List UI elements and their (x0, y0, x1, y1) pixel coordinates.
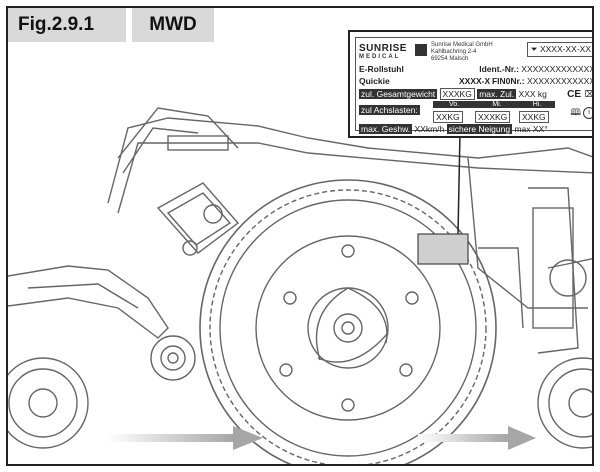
slope-value: max XX° (514, 124, 548, 134)
total-weight-label: zul. Gesamtgewicht (359, 89, 438, 99)
manufacture-date-icon: ⏷ (530, 44, 538, 54)
rear-caster-wheel (537, 357, 592, 449)
max-load-label: max. Zul. (477, 89, 517, 99)
max-load-value: XXX kg (518, 89, 547, 99)
total-weight-value: XXXKG (439, 88, 475, 100)
control-box (156, 182, 240, 254)
company-address: Sunrise Medical GmbH Kahlbachring 2-4 69… (431, 42, 493, 62)
drive-wheel-hub (307, 287, 389, 369)
drive-wheel-tire (199, 179, 497, 464)
axle-rear-value: XXKG (519, 111, 549, 123)
ident-value: XXXXXXXXXXXXX (521, 64, 594, 74)
front-caster-wheel (8, 357, 89, 449)
callout-line (457, 131, 461, 235)
info-circle-icon: i (583, 107, 592, 119)
axle-rear-label: Hi. (519, 101, 555, 108)
ident-label: Ident.-Nr.: (479, 64, 519, 74)
weee-bin-icon: ⌧ (584, 89, 594, 99)
manufacturer-icon (415, 44, 427, 56)
axle-front-value: XXKG (433, 111, 463, 123)
fin-label: FIN0Nr.: (491, 76, 525, 86)
direction-arrow-right (418, 426, 536, 450)
date-code: ⏷ XXXX-XX-XX (526, 42, 592, 57)
wheelchair-drawing (8, 107, 592, 464)
direction-arrow-left (108, 426, 263, 450)
type-plate: SUNRISE MEDICAL Sunrise Medical GmbH Kah… (348, 30, 594, 138)
axle-load-label: zul Achslasten: (359, 105, 420, 115)
manual-book-icon: 🕮 (570, 107, 581, 117)
backrest-arm (117, 107, 239, 159)
sunrise-logo: SUNRISE MEDICAL (359, 43, 407, 60)
product-type: E-Rollstuhl (359, 64, 404, 74)
slope-label: sichere Neigung (446, 124, 513, 134)
figure-frame: Fig.2.9.1 MWD SUNRISE MEDICAL Sunrise Me… (6, 6, 594, 466)
ce-mark: CE (567, 89, 581, 100)
model-name: Quickie (359, 76, 390, 86)
figure-number: Fig.2.9.1 (8, 8, 126, 42)
axle-mid-label: Mi. (475, 101, 519, 108)
seat-frame (107, 117, 592, 204)
footrest (8, 265, 169, 339)
type-plate-location (417, 233, 469, 265)
speed-value: XXkm/h (414, 124, 445, 134)
front-caster-mount (150, 335, 196, 381)
axle-front-label: Vo. (433, 101, 475, 108)
axle-mid-value: XXXKG (475, 111, 511, 123)
model-code: XXXX-X (459, 76, 491, 86)
fin-value: XXXXXXXXXXXX (526, 76, 594, 86)
speed-label: max. Geshw. (359, 124, 413, 134)
figure-variant: MWD (132, 8, 214, 42)
